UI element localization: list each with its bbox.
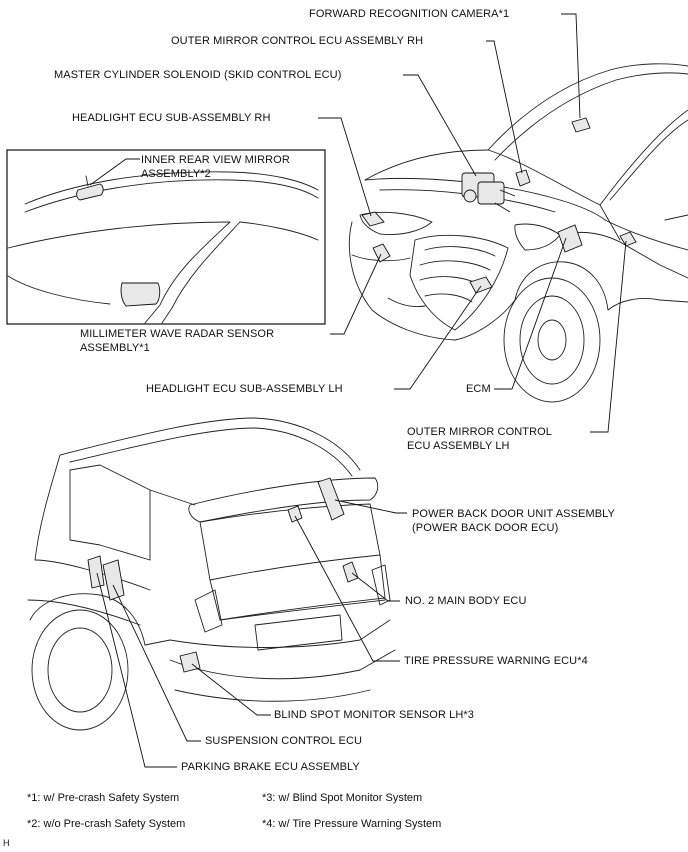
label-ecm: ECM — [466, 383, 491, 395]
footnote-3: *3: w/ Blind Spot Monitor System — [262, 792, 423, 804]
inset-interior-view — [6, 149, 326, 325]
inner-mirror-part — [76, 183, 104, 201]
label-inner-rear-view-mirror: INNER REAR VIEW MIRROR — [141, 154, 290, 166]
label-no2-main-body-ecu: NO. 2 MAIN BODY ECU — [405, 595, 527, 607]
tire-pressure-part — [287, 505, 303, 523]
forward-camera-part — [571, 117, 591, 133]
suspension-ecu-part — [102, 559, 125, 601]
front-vehicle-drawing — [349, 63, 688, 403]
label-outer-mirror-ecu-lh: OUTER MIRROR CONTROL — [407, 426, 552, 438]
mirror-shape — [120, 282, 161, 307]
footnote-4: *4: w/ Tire Pressure Warning System — [262, 818, 442, 830]
leader-lines — [89, 13, 627, 768]
label-tire-pressure-warning-ecu: TIRE PRESSURE WARNING ECU*4 — [404, 655, 588, 667]
label-power-back-door-unit: POWER BACK DOOR UNIT ASSEMBLY — [412, 508, 615, 520]
rear-vehicle-drawing — [27, 417, 396, 731]
power-back-door-part — [317, 477, 345, 521]
ecm-part — [557, 224, 583, 253]
label-millimeter-wave-radar: MILLIMETER WAVE RADAR SENSOR — [80, 328, 275, 340]
footnote-1: *1: w/ Pre-crash Safety System — [27, 792, 180, 804]
parking-brake-part — [87, 555, 105, 589]
outer-mirror-lh-part — [619, 231, 637, 247]
front-parts — [361, 117, 637, 294]
label-suspension-control-ecu: SUSPENSION CONTROL ECU — [205, 735, 363, 747]
label-inner-rear-view-mirror-line2: ASSEMBLY*2 — [141, 168, 211, 180]
label-outer-mirror-ecu-lh-line2: ECU ASSEMBLY LH — [407, 440, 510, 452]
radar-sensor-part — [372, 243, 391, 263]
label-millimeter-wave-radar-line2: ASSEMBLY*1 — [80, 342, 150, 354]
label-master-cylinder-solenoid: MASTER CYLINDER SOLENOID (SKID CONTROL E… — [54, 69, 342, 81]
corner-mark: H — [3, 838, 10, 848]
main-body-ecu-2-part — [342, 561, 359, 583]
label-blind-spot-monitor-sensor: BLIND SPOT MONITOR SENSOR LH*3 — [274, 709, 475, 721]
master-cylinder-part — [461, 172, 516, 213]
rear-parts — [87, 477, 359, 673]
label-outer-mirror-ecu-rh: OUTER MIRROR CONTROL ECU ASSEMBLY RH — [171, 35, 424, 47]
footnote-2: *2: w/o Pre-crash Safety System — [27, 818, 186, 830]
label-power-back-door-unit-line2: (POWER BACK DOOR ECU) — [412, 522, 559, 534]
label-parking-brake-ecu: PARKING BRAKE ECU ASSEMBLY — [181, 761, 360, 773]
outer-mirror-rh-part — [515, 169, 531, 187]
label-forward-recognition-camera: FORWARD RECOGNITION CAMERA*1 — [309, 8, 510, 20]
headlight-ecu-rh-part — [361, 211, 385, 227]
label-headlight-ecu-rh: HEADLIGHT ECU SUB-ASSEMBLY RH — [72, 112, 271, 124]
label-headlight-ecu-lh: HEADLIGHT ECU SUB-ASSEMBLY LH — [146, 383, 343, 395]
headlight-ecu-lh-part — [469, 276, 493, 294]
blind-spot-sensor-part — [179, 651, 201, 673]
